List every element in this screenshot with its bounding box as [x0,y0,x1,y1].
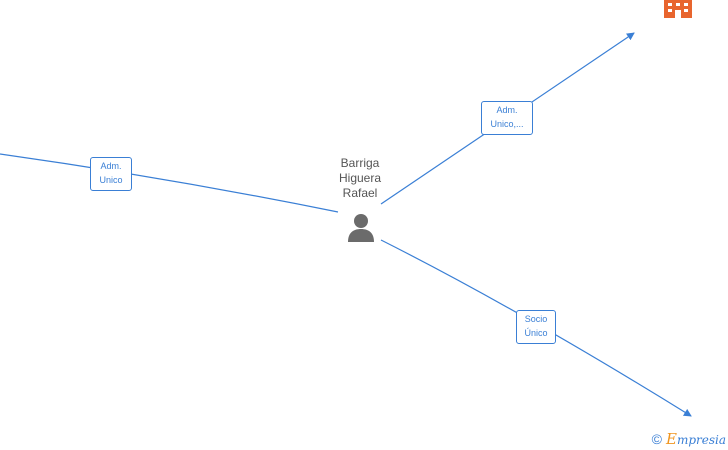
building-icon[interactable] [662,0,694,18]
person-name-line-1: Barriga [340,156,380,170]
relation-label-upper-line-2: Unico,... [490,119,524,129]
relation-label-left-line-1: Adm. [100,161,122,171]
person-name-line-3: Rafael [342,186,378,200]
edge-left [0,153,339,213]
empresia-logo-rest: mpresia [676,433,726,447]
person-name[interactable]: Barriga Higuera Rafael [322,156,398,201]
person-name-line-2: Higuera [338,171,382,185]
relation-label-lower-line-1: Socio [524,314,548,324]
empresia-logo-initial: E [665,430,677,448]
person-icon[interactable] [345,212,377,244]
empresia-logo: Empresia [666,430,726,448]
relation-label-left[interactable]: Adm. Unico [90,157,132,191]
relation-label-left-line-2: Unico [99,175,123,185]
empresia-watermark: © Empresia [652,430,726,448]
relation-label-upper[interactable]: Adm. Unico,... [481,101,533,135]
relation-label-lower-line-2: Único [524,328,548,338]
relation-label-lower[interactable]: Socio Único [516,310,556,344]
relation-label-upper-line-1: Adm. [496,105,518,115]
copyright-symbol: © [651,431,662,447]
